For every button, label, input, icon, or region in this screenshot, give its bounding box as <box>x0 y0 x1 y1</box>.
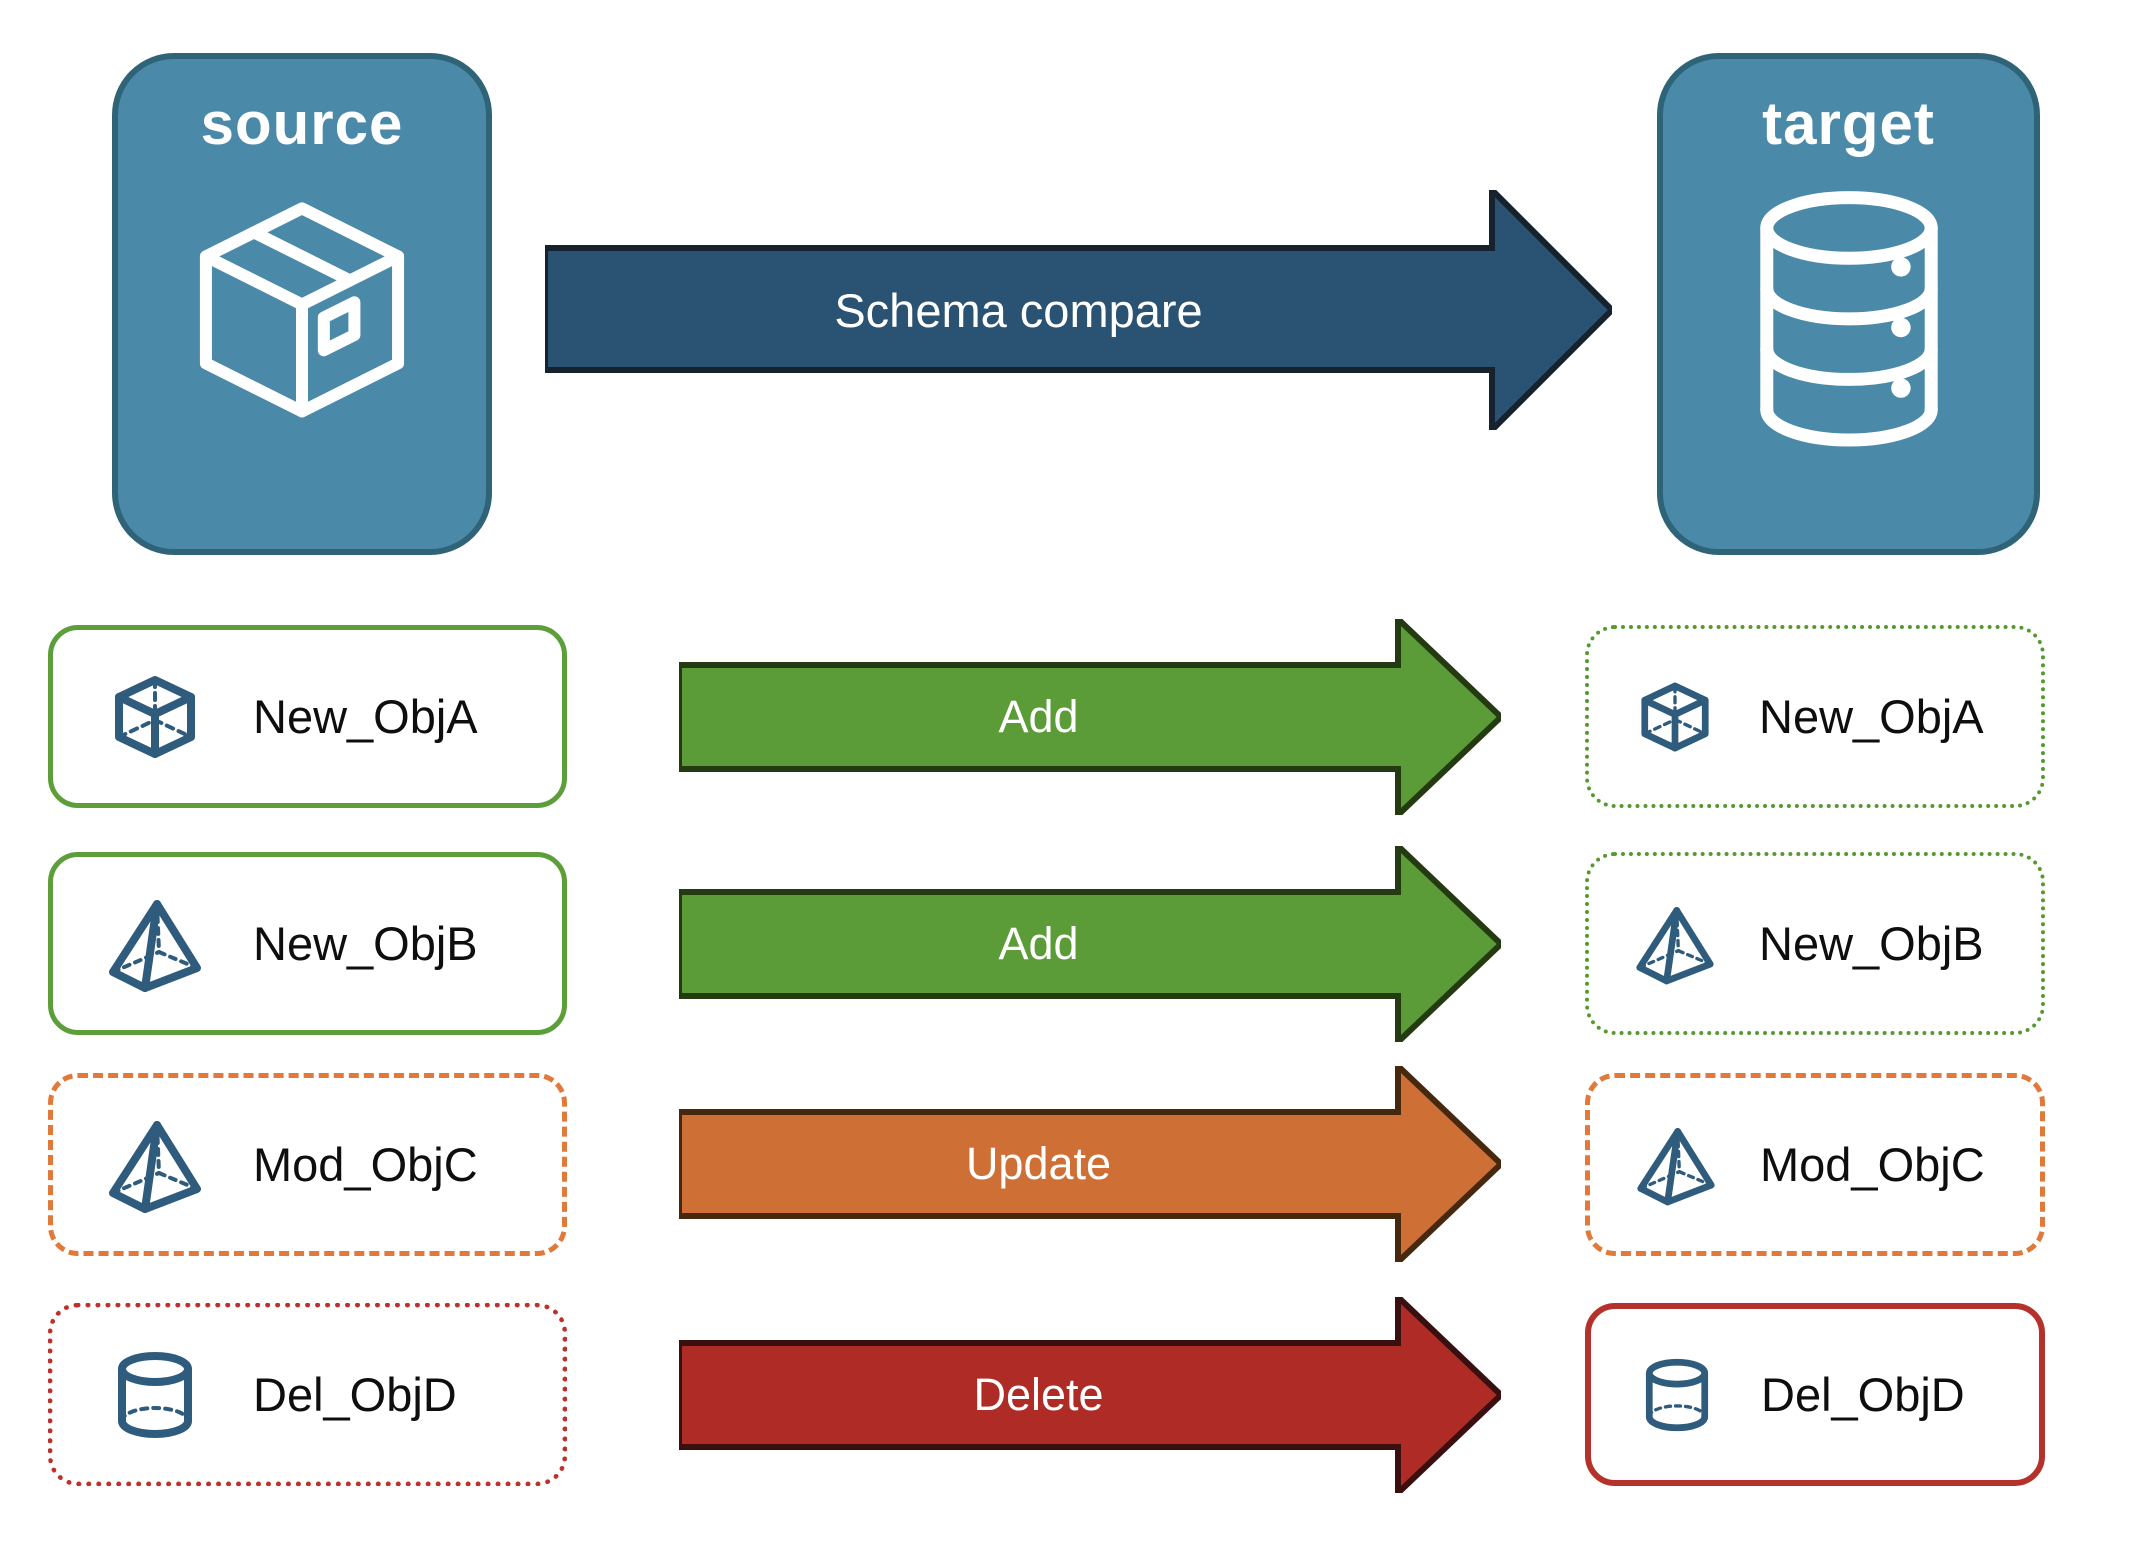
cube-icon <box>1641 682 1709 751</box>
target-panel-title: target <box>1762 90 1935 157</box>
object-label: Mod_ObjC <box>253 1138 478 1191</box>
object-label: New_ObjA <box>253 690 478 743</box>
pyramid-icon <box>109 1120 201 1213</box>
add-arrow-label: Add <box>998 691 1079 742</box>
schema-compare-arrow: Schema compare <box>545 190 1612 430</box>
source-object-card-del-objd: Del_ObjD <box>48 1303 567 1486</box>
cylinder-icon <box>1645 1358 1709 1431</box>
object-label: Del_ObjD <box>253 1368 457 1421</box>
add-arrow-label: Add <box>998 918 1079 969</box>
object-label: New_ObjA <box>1759 690 1984 743</box>
database-icon <box>1759 191 1938 447</box>
target-object-card-mod-objc: Mod_ObjC <box>1585 1073 2045 1256</box>
cylinder-icon <box>118 1351 192 1438</box>
source-object-card-mod-objc: Mod_ObjC <box>48 1073 567 1256</box>
cube-icon <box>115 675 195 758</box>
source-object-card-new-objb: New_ObjB <box>48 852 567 1035</box>
update-arrow: Update <box>679 1066 1501 1262</box>
target-object-card-del-objd: Del_ObjD <box>1585 1303 2045 1486</box>
object-label: New_ObjB <box>1759 917 1984 970</box>
update-arrow-label: Update <box>965 1138 1112 1189</box>
object-label: Mod_ObjC <box>1760 1138 1985 1191</box>
add-arrow-row1: Add <box>679 619 1501 815</box>
target-object-card-new-objb: New_ObjB <box>1585 852 2045 1035</box>
source-panel: source <box>112 53 492 555</box>
pyramid-icon <box>1637 1127 1715 1205</box>
delete-arrow: Delete <box>679 1297 1501 1493</box>
pyramid-icon <box>109 899 201 992</box>
source-panel-title: source <box>200 90 404 157</box>
source-object-card-new-obja: New_ObjA <box>48 625 567 808</box>
add-arrow-row2: Add <box>679 846 1501 1042</box>
target-object-card-new-obja: New_ObjA <box>1585 625 2045 808</box>
object-label: Del_ObjD <box>1761 1368 1965 1421</box>
object-label: New_ObjB <box>253 917 478 970</box>
target-panel: target <box>1657 53 2040 555</box>
schema-compare-arrow-label: Schema compare <box>834 283 1203 337</box>
package-icon <box>199 202 405 418</box>
pyramid-icon <box>1636 906 1714 984</box>
delete-arrow-label: Delete <box>973 1369 1104 1420</box>
